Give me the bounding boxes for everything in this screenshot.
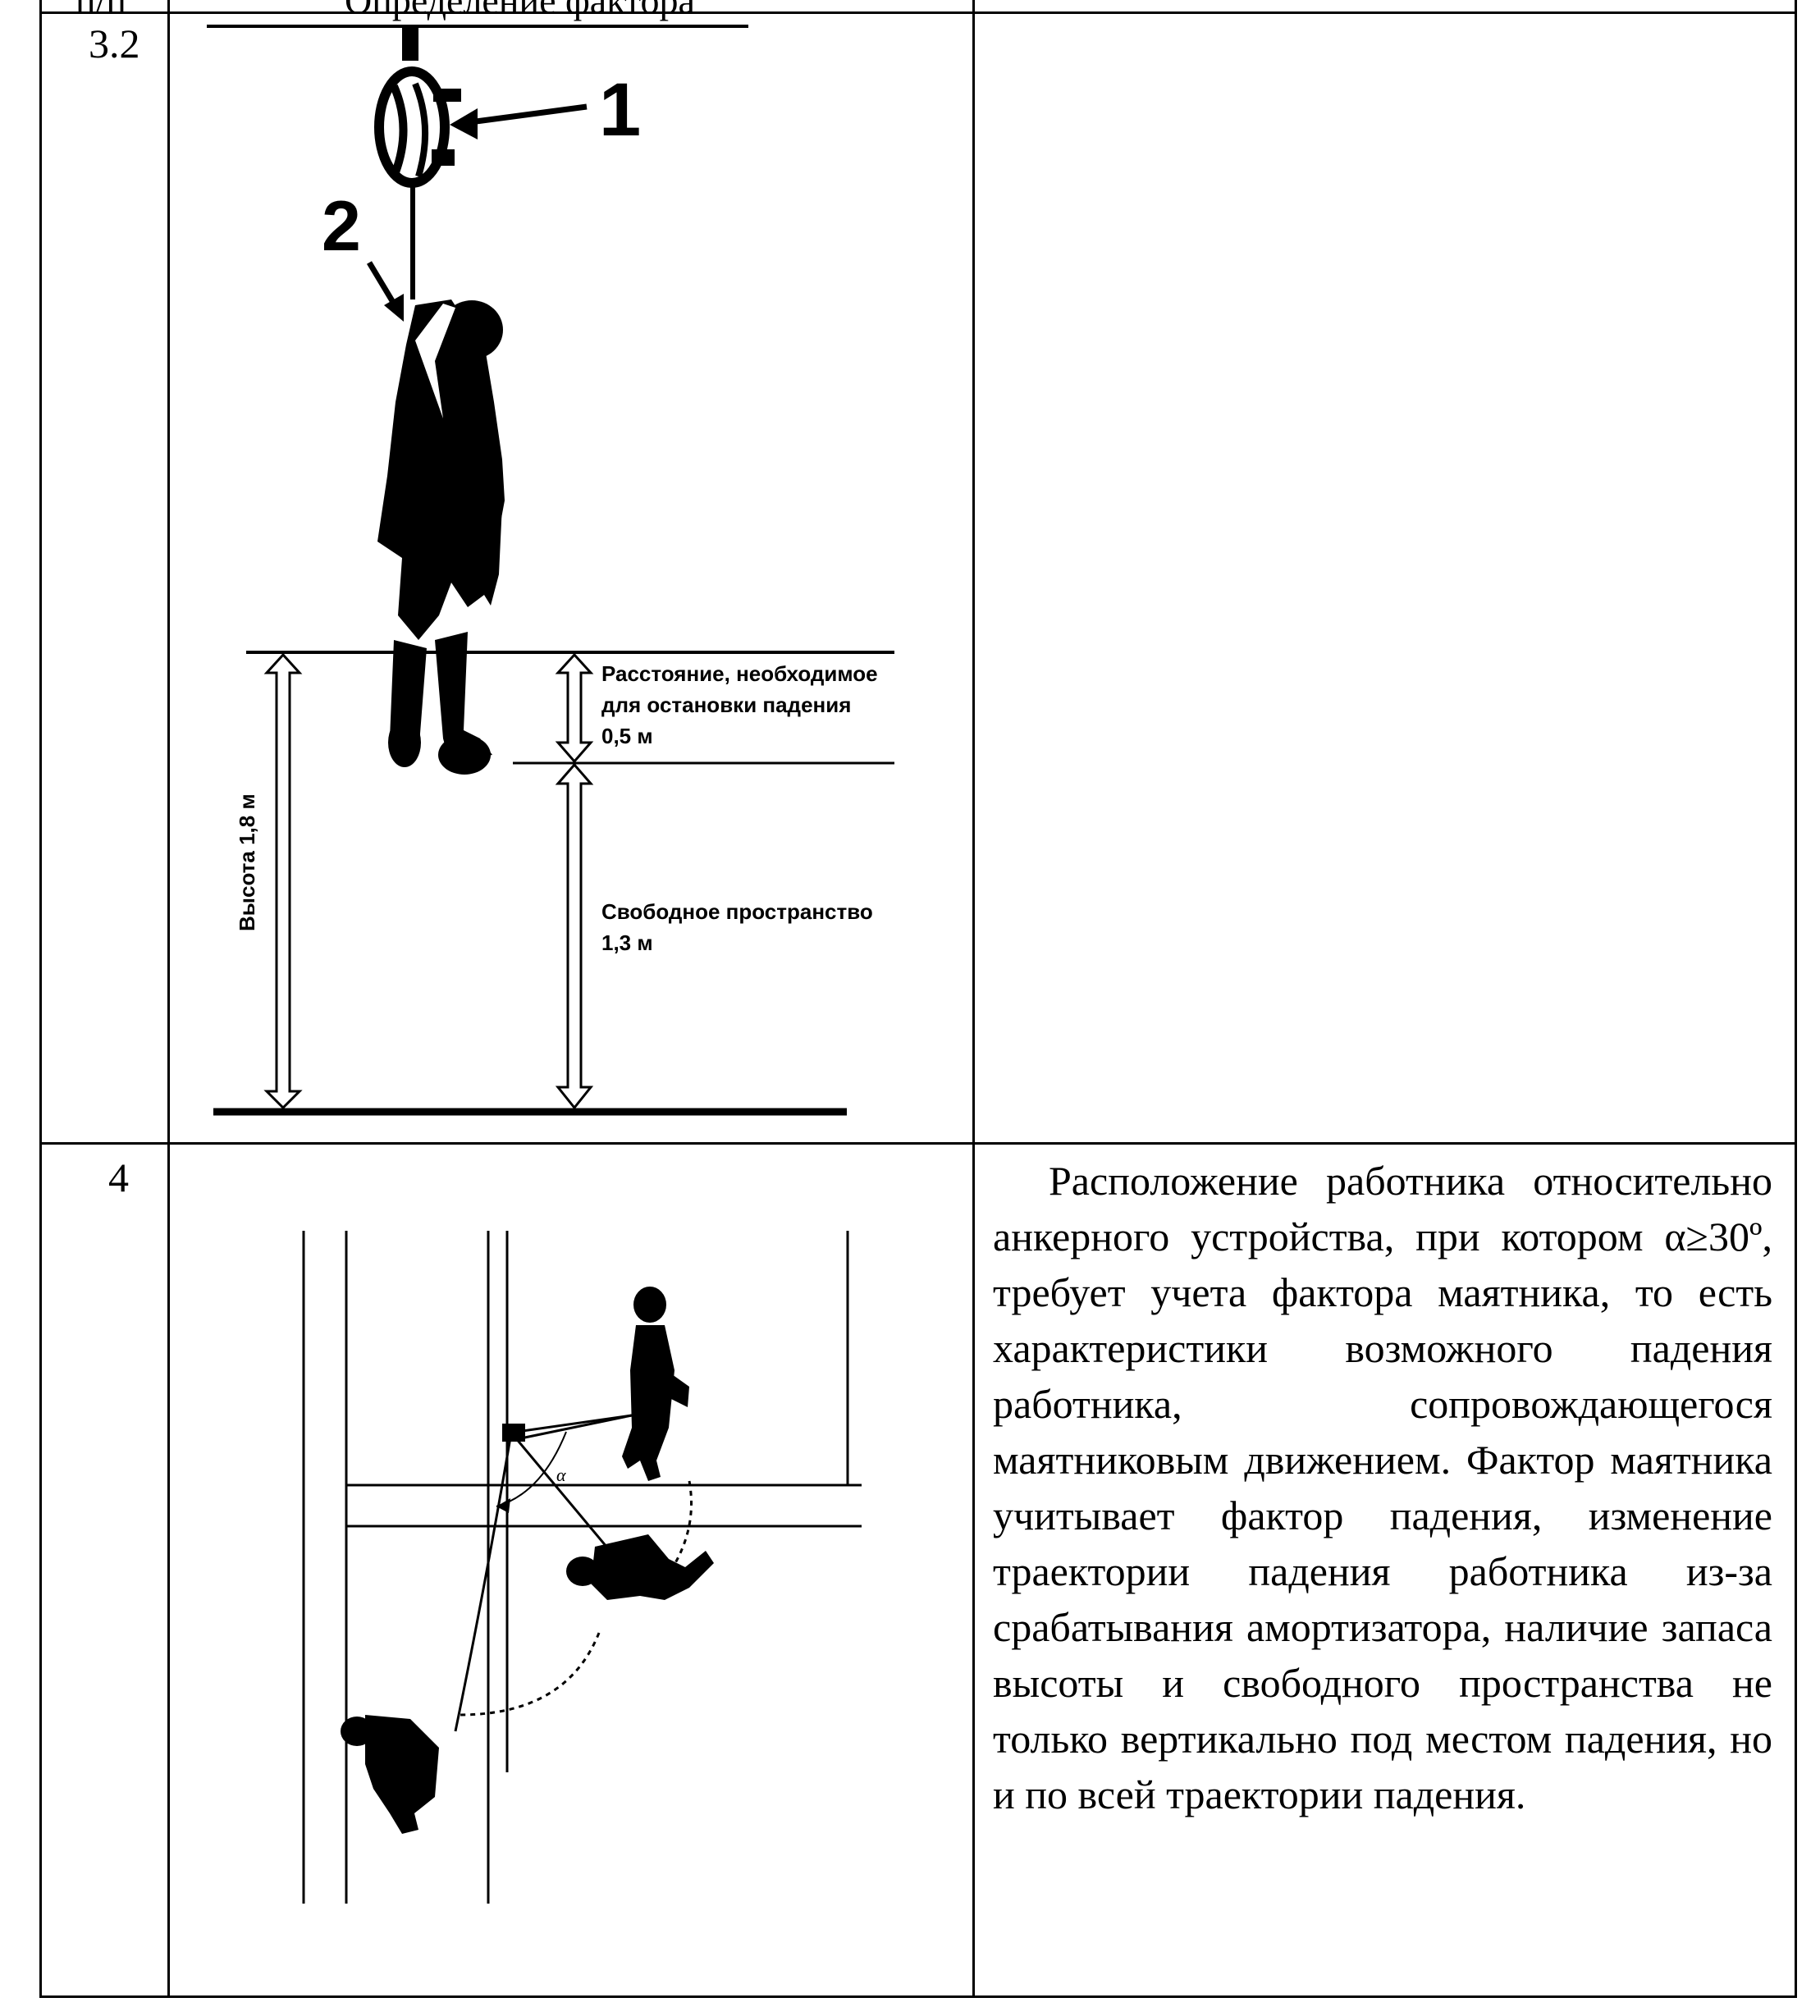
label-free-line1: Свободное пространство — [601, 899, 873, 924]
trajectory-right — [671, 1480, 693, 1568]
label-stop-line1: Расстояние, необходимое — [601, 661, 878, 686]
anchor-icon — [502, 1424, 525, 1442]
label-free-line2: 1,3 м — [601, 930, 653, 955]
header-col1: п/п — [75, 0, 127, 21]
label-stop-line3: 0,5 м — [601, 724, 653, 748]
description-paragraph: Расположение работника относительно анке… — [993, 1158, 1772, 1817]
worker-figure-icon — [566, 1534, 714, 1600]
label-height: Высота 1,8 м — [235, 793, 259, 931]
figure-pendulum-factor: α — [302, 1231, 862, 1904]
row-number-4: 4 — [108, 1154, 129, 1200]
worker-figure-icon — [377, 299, 505, 775]
figure-fall-clearance: 1 2 Расстояние, необходимое для остановк… — [207, 25, 894, 1116]
double-arrow-icon — [555, 652, 594, 764]
trajectory-swing — [459, 1632, 601, 1717]
table-border-bottom — [39, 1995, 1797, 1998]
table-border-top — [39, 11, 1797, 14]
double-arrow-icon — [555, 762, 594, 1110]
table-border-right — [1795, 0, 1797, 1998]
marker-2: 2 — [322, 187, 361, 266]
double-arrow-icon — [263, 652, 303, 1110]
table-border-left — [39, 0, 42, 1998]
alpha-label: α — [556, 1465, 566, 1485]
marker-1: 1 — [599, 68, 641, 152]
table-col-divider-2 — [972, 0, 975, 1998]
worker-figure-icon — [341, 1715, 439, 1834]
header-col2: Определение фактора — [345, 0, 695, 21]
table-col-divider-1 — [167, 0, 170, 1998]
worker-figure-icon — [622, 1287, 689, 1481]
retractable-device-icon — [374, 28, 461, 188]
pendulum-factor-description: Расположение работника относительно анке… — [993, 1153, 1772, 1822]
label-stop-line2: для остановки падения — [601, 693, 851, 717]
row-number-3-2: 3.2 — [89, 21, 140, 66]
table-row-divider — [39, 1142, 1797, 1145]
